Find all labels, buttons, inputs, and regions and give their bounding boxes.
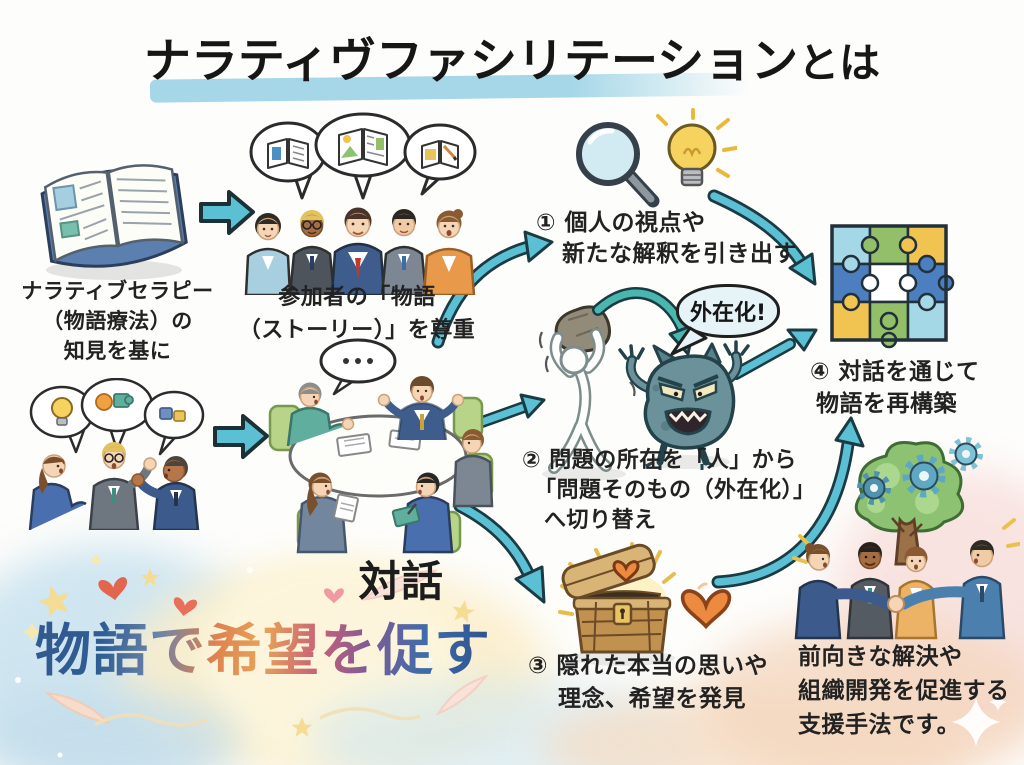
bubble-tail: [670, 326, 708, 356]
curved-arrow-icon: [707, 189, 817, 286]
white-dot-sparkles: [15, 567, 433, 758]
step1-text: ① 個人の視点や 新たな解釈を引き出す: [536, 208, 797, 270]
step3-line1: ③ 隠れた本当の思いや: [528, 653, 768, 679]
outcome-line1: 前向きな解決や: [798, 644, 963, 670]
participants-caption: 参加者の「物語 （ストーリー）」を尊重: [236, 281, 478, 347]
ellipsis-speech-bubble-icon: [319, 338, 397, 396]
externalization-bubble: 外在化!: [676, 284, 780, 338]
curved-arrow-icon: [730, 328, 818, 380]
gear-icon: [857, 437, 983, 505]
dialogue-label: 対話: [358, 557, 444, 606]
decorations-bottom-left: [15, 553, 489, 758]
step1-line1: ① 個人の視点や: [536, 210, 706, 236]
step4-text: ④ 対話を通じて 物語を再構築: [810, 356, 979, 420]
right-arrow-icon: [213, 414, 269, 459]
participants-caption-line2: （ストーリー）」を尊重: [238, 318, 476, 343]
step3-line2: 理念、希望を発見: [558, 686, 746, 712]
participant-people: [244, 207, 476, 295]
feather-icon: [44, 569, 489, 725]
title-suffix-text: とは: [798, 39, 881, 87]
motion-lines: [538, 331, 636, 397]
curved-arrow-icon: [453, 499, 546, 604]
table-person: [391, 472, 454, 554]
slogan-text: 物語で希望を促す: [28, 606, 498, 687]
table-person: [452, 429, 494, 508]
outcome-line3: 支援手法です。: [798, 712, 961, 738]
heart-icon: [98, 577, 344, 617]
step2-text: ② 問題の所在を「人」から 「問題そのもの（外在化）」 へ切り替え: [522, 446, 816, 536]
outcome-line2: 組織開発を促進する: [798, 678, 1010, 704]
sparkle-diamond: [952, 693, 1007, 746]
table-person: [296, 472, 359, 554]
puzzle-idea-icons: [95, 393, 186, 422]
handshake-people: [794, 540, 1006, 640]
book-caption-line1: ナラティブセラピー: [21, 279, 214, 303]
lightbulb-icon: [51, 397, 73, 426]
step2-line2: 「問題そのもの（外在化）」: [534, 478, 816, 503]
sparkle-icon: [22, 553, 103, 642]
step3-text: ③ 隠れた本当の思いや 理念、希望を発見: [528, 650, 768, 716]
book-caption: ナラティブセラピー （物語療法）の 知見を基に: [10, 276, 225, 366]
table-person: [286, 382, 355, 447]
step4-line1: ④ 対話を通じて: [810, 359, 980, 385]
watercolor-peach-right: [700, 615, 1024, 765]
heart-icon: [680, 582, 732, 630]
mini-book-icon: [267, 128, 459, 169]
outcome-scene: [792, 437, 1020, 640]
swirl-decoration: [94, 707, 421, 727]
step4-line2: 物語を再構築: [816, 391, 957, 417]
stick-figure-icon: [548, 328, 612, 474]
book-caption-line2: （物語療法）の: [42, 309, 193, 333]
step2-line3: へ切り替え: [544, 508, 657, 533]
outcome-caption: 前向きな解決や 組織開発を促進する 支援手法です。: [798, 640, 1010, 742]
monster-icon: [618, 340, 750, 470]
magnifier-icon: [576, 122, 660, 208]
externalization-bubble-text: 外在化!: [689, 301, 767, 326]
table-person: [377, 376, 465, 441]
right-arrow-icon: [199, 190, 255, 235]
discussion-trio-scene: [28, 378, 205, 530]
externalization-scene: [538, 287, 750, 481]
step1-line2: 新たな解釈を引き出す: [562, 241, 797, 267]
treasure-scene: [558, 542, 732, 666]
trio-people: [28, 442, 200, 530]
step2-line1: ② 問題の所在を「人」から: [522, 448, 797, 473]
participants-scene: [244, 112, 477, 295]
page-title: ナラティヴファシリテーションとは: [0, 22, 1024, 91]
insight-icons: [576, 108, 737, 208]
lightbulb-icon: [656, 108, 737, 187]
book-caption-line3: 知見を基に: [63, 339, 172, 363]
open-book-icon: [40, 164, 188, 280]
sparkle-lines: [792, 518, 1020, 564]
title-main-text: ナラティヴファシリテーション: [143, 34, 799, 89]
treasure-chest-icon: [561, 543, 672, 654]
puzzle-icon: [830, 224, 955, 349]
participants-caption-line1: 参加者の「物語: [278, 285, 436, 310]
curved-arrow-icon: [476, 393, 546, 428]
dialogue-table-scene: [268, 338, 494, 554]
star-icon: [38, 568, 475, 737]
